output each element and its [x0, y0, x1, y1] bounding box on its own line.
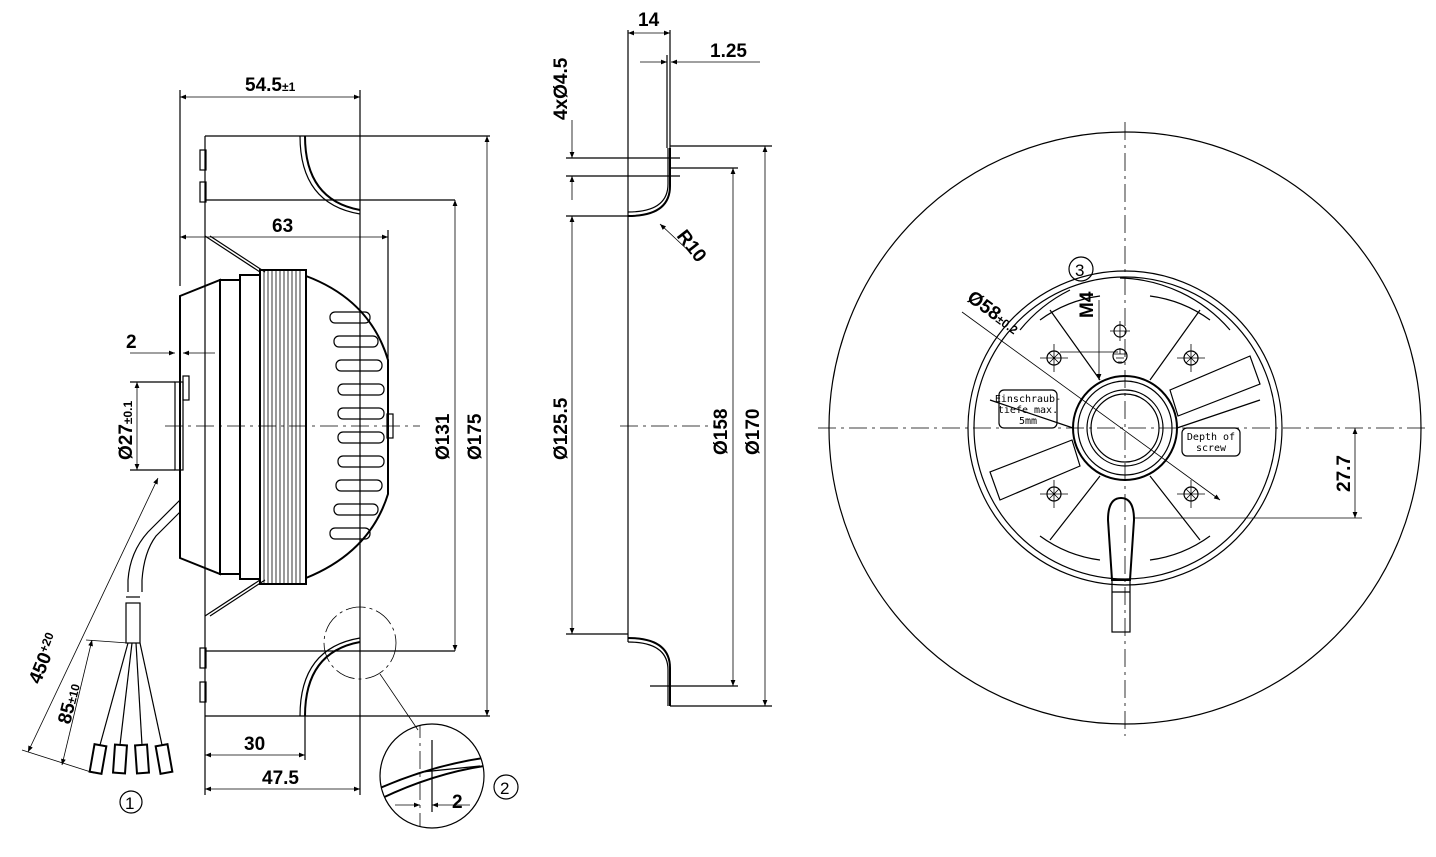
- ring-profile-top: [627, 148, 671, 217]
- dim-ring-dia: Ø158: [711, 409, 732, 455]
- impeller-outline: [199, 135, 490, 717]
- dim-radius: R10: [672, 226, 710, 266]
- dim-section-outer-dia: Ø170: [743, 409, 764, 455]
- callout-2-circle: [493, 774, 519, 800]
- label-einschraub: Einschraub- tiefe max. 5mm: [995, 389, 1061, 429]
- dim-bolt-circle: Ø58±0.2: [963, 287, 1023, 339]
- dim-inlet-dia: Ø125.5: [551, 397, 572, 460]
- callout-3-circle: [1068, 256, 1094, 282]
- front-cable: [1106, 496, 1136, 633]
- callout-2: 2: [500, 779, 509, 798]
- callout-3: 3: [1075, 261, 1084, 280]
- dim-flange: 2: [126, 332, 137, 353]
- hub-inner-circle: [1086, 389, 1164, 467]
- cable: [88, 499, 181, 775]
- dim-hub-dia: Ø27±0.1: [116, 400, 137, 460]
- dim-cable-len: 450+20: [24, 630, 64, 687]
- dim-cable-offset: 27.7: [1334, 455, 1355, 492]
- dim-depth: 14: [638, 10, 660, 31]
- dim-thickness: 1.25: [710, 41, 747, 62]
- dim-holes: 4xØ4.5: [551, 57, 572, 120]
- dim-wire-len: 85±10: [54, 681, 84, 726]
- svg-text:screw: screw: [1196, 443, 1227, 454]
- front-view: 3 M4 Ø58±0.2 27.7 Einschraub- tiefe max.…: [818, 122, 1428, 736]
- detail-view-2: 2 2: [379, 723, 519, 829]
- section-view: 14 1.25 4xØ4.5 R10 Ø125.5 Ø158 Ø170: [551, 10, 772, 707]
- detail-dim: 2: [452, 792, 463, 813]
- ring-profile-bottom: [627, 637, 671, 706]
- svg-text:5mm: 5mm: [1019, 416, 1037, 427]
- screw-holes: [1040, 321, 1205, 508]
- side-view: 54.5±1 63 2 Ø27±0.1 Ø131 Ø175 30 47.5 45: [21, 75, 490, 814]
- dim-outer-dia: Ø175: [465, 413, 486, 460]
- dim-thread: M4: [1077, 291, 1098, 318]
- detail-marker-circle: [323, 606, 397, 680]
- svg-text:Einschraub-: Einschraub-: [995, 394, 1061, 405]
- dim-inner-dia: Ø131: [433, 413, 454, 460]
- label-depth-of-screw: Depth of screw: [1181, 427, 1241, 457]
- svg-text:tiefe max.: tiefe max.: [998, 405, 1058, 416]
- impeller-outer-circle: [828, 131, 1422, 725]
- wire-ends: [88, 743, 174, 775]
- dim-width-total: 54.5±1: [245, 75, 296, 96]
- dim-offset-47: 47.5: [262, 768, 299, 789]
- svg-text:Depth of: Depth of: [1187, 432, 1235, 443]
- callout-1-circle: [119, 790, 143, 814]
- dim-offset-30: 30: [244, 734, 265, 755]
- motor-body: [174, 269, 394, 585]
- motor-outer-circle: [967, 270, 1283, 586]
- motor-ribs: [989, 277, 1261, 561]
- cooling-slots: [329, 311, 385, 540]
- dim-motor-depth: 63: [272, 216, 293, 237]
- callout-1: 1: [125, 794, 134, 813]
